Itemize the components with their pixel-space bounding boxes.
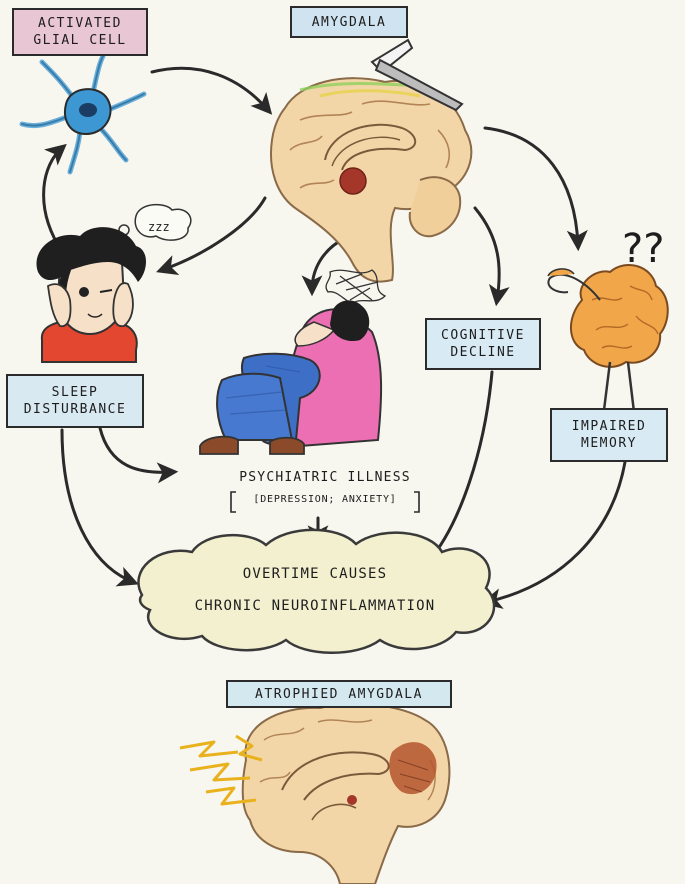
- depression-anxiety-text: [Depression; Anxiety]: [232, 494, 418, 505]
- label-activated-glial-cell-line2: Glial Cell: [33, 32, 126, 49]
- label-atrophied-amygdala: Atrophied Amygdala: [226, 680, 452, 708]
- question-marks-text: ??: [622, 226, 664, 272]
- label-amygdala-text: Amygdala: [312, 14, 387, 31]
- arrow-memory-to-cloud: [487, 462, 625, 602]
- depressed-person-icon: [200, 270, 385, 454]
- label-memory-line1: Impaired: [572, 418, 647, 435]
- arrow-amygdala-to-cognitive: [475, 208, 499, 300]
- label-amygdala: Amygdala: [290, 6, 408, 38]
- label-cognitive-line2: Decline: [450, 344, 515, 361]
- arrow-sleep-to-psych: [100, 428, 172, 472]
- label-sleep-line1: Sleep: [52, 384, 99, 401]
- label-memory-line2: Memory: [581, 435, 637, 452]
- depression-anxiety-line: [Depression; Anxiety]: [253, 494, 396, 505]
- cloud-text-line1: Overtime causes: [150, 566, 480, 582]
- brain-amygdala-icon: [271, 40, 471, 282]
- arrow-glial-to-amygdala: [152, 68, 268, 110]
- label-cognitive-line1: Cognitive: [441, 327, 525, 344]
- cloud-text-line2: Chronic Neuroinflammation: [150, 598, 480, 614]
- label-activated-glial-cell: Activated Glial Cell: [12, 8, 148, 56]
- zzz-text: zzz: [148, 220, 170, 234]
- arrow-amygdala-to-memory: [485, 128, 578, 245]
- glial-cell-icon: [22, 48, 144, 172]
- atrophied-brain-icon: [243, 704, 450, 884]
- label-atrophied-text: Atrophied Amygdala: [255, 686, 423, 703]
- confused-brain-icon: [548, 265, 668, 412]
- arrow-sleep-to-glial: [44, 148, 62, 245]
- arrow-cognitive-to-cloud: [428, 372, 492, 562]
- label-sleep-disturbance: Sleep Disturbance: [6, 374, 144, 428]
- psychiatric-illness-text: Psychiatric Illness: [190, 470, 460, 485]
- psychiatric-illness-line1: Psychiatric Illness: [239, 470, 411, 485]
- cloud-shape: [138, 530, 494, 653]
- label-impaired-memory: Impaired Memory: [550, 408, 668, 462]
- arrow-sleep-to-cloud: [62, 430, 133, 582]
- label-activated-glial-cell-line1: Activated: [38, 15, 122, 32]
- label-cognitive-decline: Cognitive Decline: [425, 318, 541, 370]
- label-sleep-line2: Disturbance: [24, 401, 127, 418]
